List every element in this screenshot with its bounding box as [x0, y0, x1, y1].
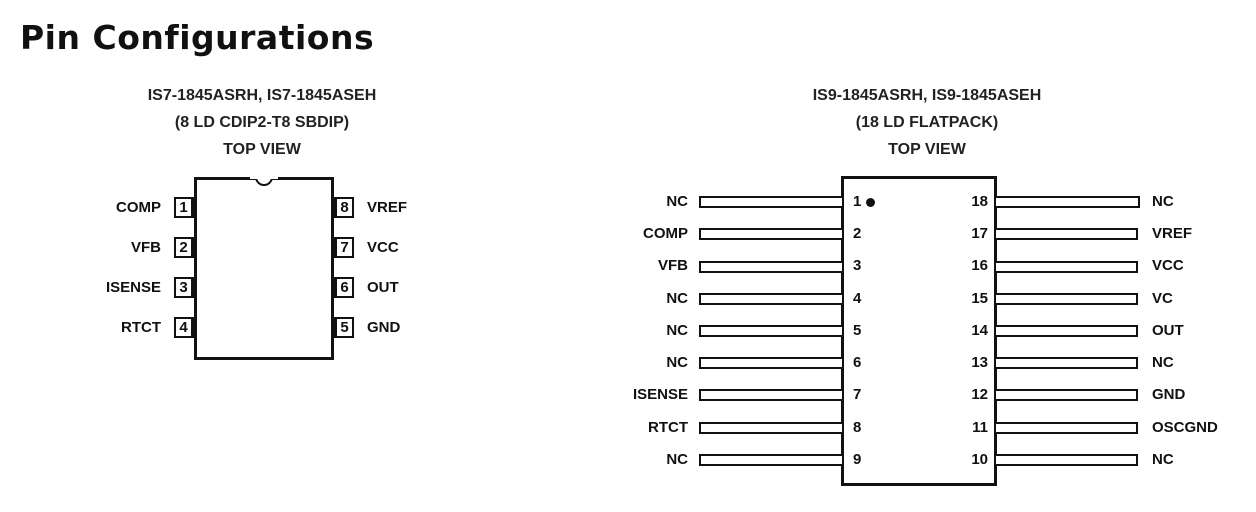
- pin-name: NC: [1152, 451, 1174, 468]
- pin-lead: [994, 357, 1138, 369]
- pin-name: OUT: [367, 279, 399, 296]
- pin-name: NC: [666, 290, 688, 307]
- pin-number: 10: [971, 451, 988, 468]
- flatpack18-part-numbers: IS9-1845ASRH, IS9-1845ASEH: [812, 87, 1042, 104]
- pin-name: VCC: [367, 239, 399, 256]
- pin-lead: [699, 293, 844, 305]
- pin-name: GND: [1152, 386, 1186, 403]
- pin-name: ISENSE: [105, 279, 161, 296]
- pin-lead: [699, 228, 844, 240]
- pin-number: 12: [971, 386, 988, 403]
- flatpack18-package: (18 LD FLATPACK): [855, 114, 999, 131]
- pin-number: 18: [971, 193, 988, 210]
- pin-number: 15: [971, 290, 988, 307]
- pin-number: 6: [853, 354, 862, 371]
- flatpack18-package-body: [841, 176, 997, 486]
- pin-number: 2: [853, 225, 862, 242]
- pin-name: RTCT: [648, 419, 688, 436]
- pin1-indicator-dot-icon: [866, 198, 875, 207]
- pin-number: 1: [174, 197, 194, 218]
- flatpack18-view: TOP VIEW: [888, 141, 966, 158]
- notch-mask: [250, 160, 278, 179]
- pin-name: VREF: [1152, 225, 1193, 242]
- pin-lead: [699, 261, 844, 273]
- pin-lead: [994, 422, 1138, 434]
- pin-number: 17: [971, 225, 988, 242]
- pin-lead: [994, 389, 1138, 401]
- pin-number: 1: [853, 193, 862, 210]
- pin-name: COMP: [643, 225, 688, 242]
- pin-number: 8: [334, 197, 354, 218]
- dip8-part-numbers: IS7-1845ASRH, IS7-1845ASEH: [147, 87, 377, 104]
- pin-number: 14: [971, 322, 988, 339]
- pin-number: 3: [174, 277, 194, 298]
- pin-lead: [699, 389, 844, 401]
- pin-lead: [994, 196, 1140, 208]
- dip8-view: TOP VIEW: [223, 141, 301, 158]
- pin-number: 2: [174, 237, 194, 258]
- pin-name: NC: [666, 354, 688, 371]
- pin-number: 13: [971, 354, 988, 371]
- pin-number: 16: [971, 257, 988, 274]
- dip8-package-body: [194, 177, 334, 360]
- pin-name: VREF: [367, 199, 408, 216]
- pin-number: 8: [853, 419, 862, 436]
- pin-lead: [994, 228, 1138, 240]
- pin-name: COMP: [116, 199, 161, 216]
- pin-lead: [699, 454, 844, 466]
- pin-number: 3: [853, 257, 862, 274]
- pin-lead: [994, 293, 1138, 305]
- pin-number: 5: [853, 322, 862, 339]
- page-title: Pin Configurations: [20, 18, 375, 57]
- pin-number: 6: [334, 277, 354, 298]
- pin-lead: [699, 325, 844, 337]
- pin-name: OSCGND: [1152, 419, 1218, 436]
- pin-name: NC: [1152, 193, 1174, 210]
- pin-number: 11: [972, 419, 988, 436]
- pin-number: 4: [174, 317, 194, 338]
- pin-name: VFB: [658, 257, 688, 274]
- pin-lead: [699, 357, 844, 369]
- dip8-header: IS7-1845ASRH, IS7-1845ASEH (8 LD CDIP2-T…: [62, 82, 462, 163]
- pin-name: RTCT: [121, 319, 161, 336]
- pin-name: ISENSE: [632, 386, 688, 403]
- pin-number: 7: [853, 386, 862, 403]
- pin-lead: [994, 454, 1138, 466]
- pin-name: VC: [1152, 290, 1173, 307]
- flatpack18-header: IS9-1845ASRH, IS9-1845ASEH (18 LD FLATPA…: [727, 82, 1127, 163]
- pin-name: VCC: [1152, 257, 1184, 274]
- pin-name: GND: [367, 319, 401, 336]
- pin-name: OUT: [1152, 322, 1184, 339]
- pin-name: NC: [666, 193, 688, 210]
- pin-name: NC: [666, 322, 688, 339]
- pin-number: 4: [853, 290, 862, 307]
- pin-lead: [699, 196, 844, 208]
- pin-number: 9: [853, 451, 862, 468]
- pin-lead: [994, 261, 1138, 273]
- pin-number: 7: [334, 237, 354, 258]
- pin-lead: [699, 422, 844, 434]
- pin-number: 5: [334, 317, 354, 338]
- pin-name: NC: [666, 451, 688, 468]
- pin-name: NC: [1152, 354, 1174, 371]
- pin-lead: [994, 325, 1138, 337]
- pin-name: VFB: [131, 239, 161, 256]
- dip8-package: (8 LD CDIP2-T8 SBDIP): [174, 114, 350, 131]
